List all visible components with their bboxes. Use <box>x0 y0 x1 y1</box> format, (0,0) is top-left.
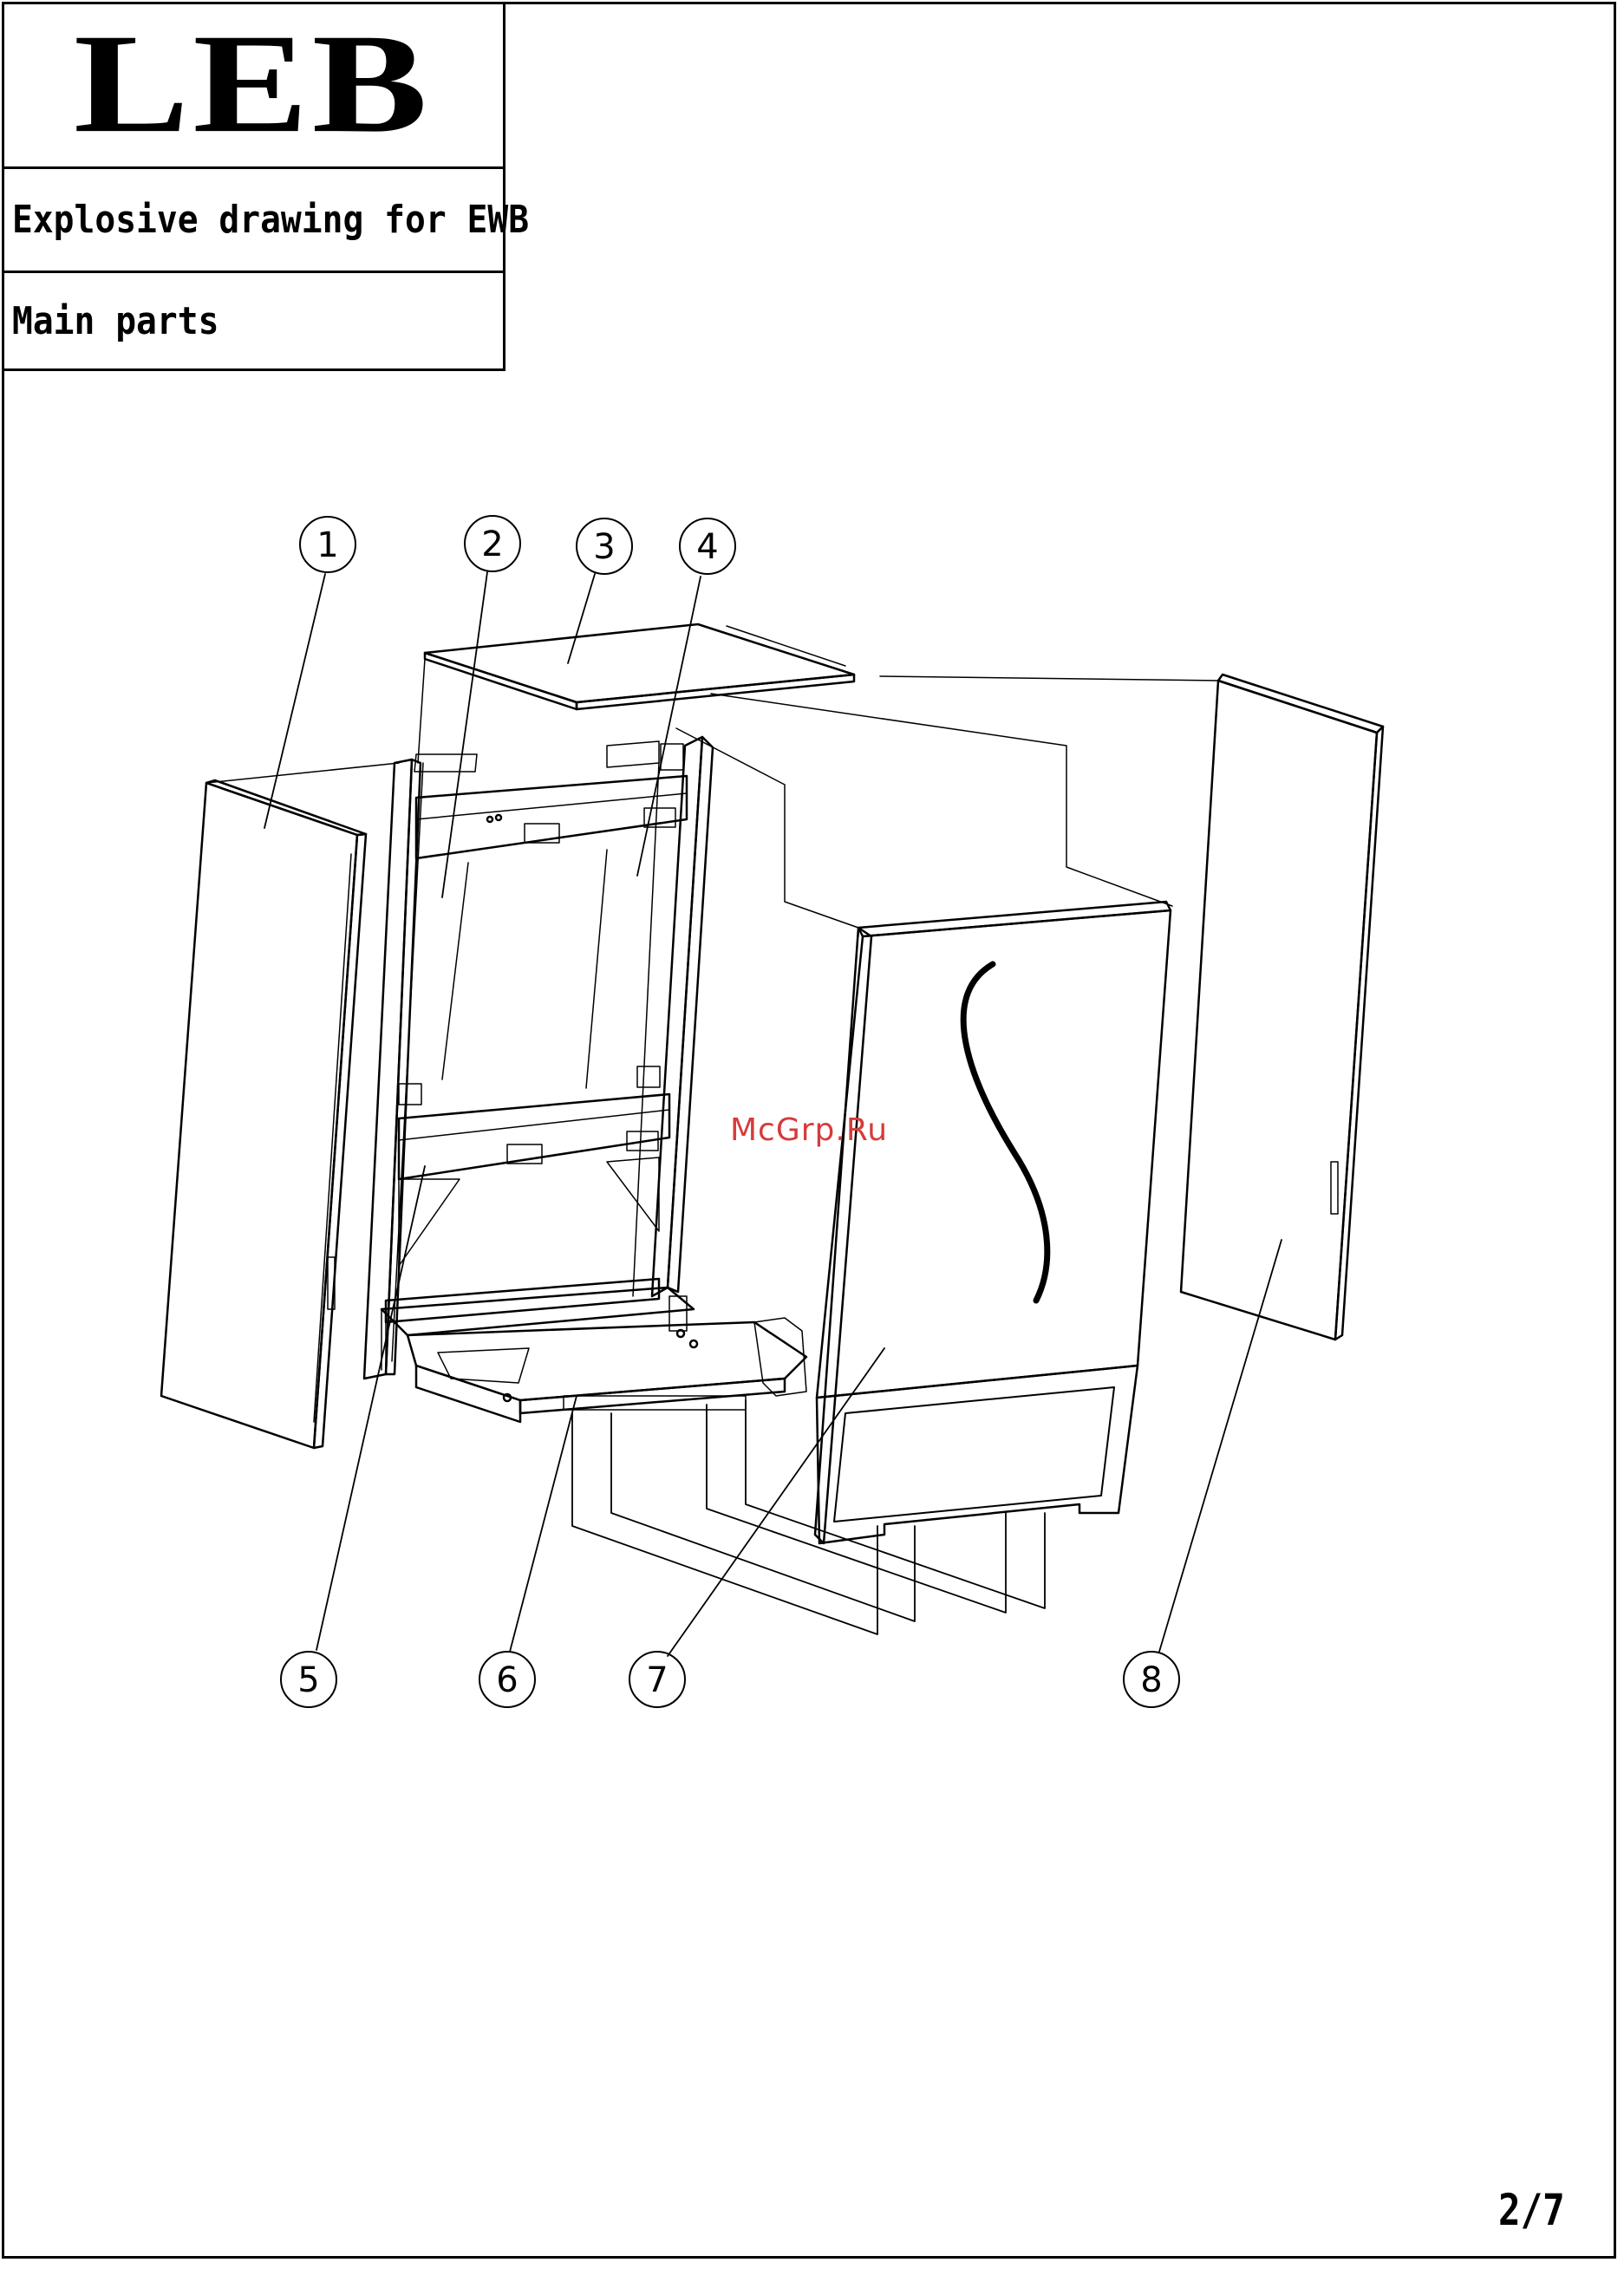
part-8-right-side-panel <box>880 675 1383 1340</box>
part-3-top-panel <box>418 624 854 763</box>
callout-5: 5 <box>281 1652 336 1707</box>
leader-line-4 <box>637 577 701 876</box>
part-6-base-tray <box>408 1318 806 1422</box>
callout-7: 7 <box>629 1652 685 1707</box>
callout-1: 1 <box>300 517 355 572</box>
frame-top-crossmember <box>416 776 687 1088</box>
leader-line-3 <box>568 574 595 663</box>
callout-4: 4 <box>680 518 735 574</box>
callout-6: 6 <box>479 1652 535 1707</box>
leader-line-6 <box>510 1396 577 1652</box>
leader-line-8 <box>1159 1240 1282 1652</box>
leader-line-7 <box>668 1348 884 1656</box>
callout-label: 2 <box>481 525 503 564</box>
part-2-left-frame-rail <box>364 754 477 1379</box>
callout-label: 8 <box>1140 1660 1162 1700</box>
frame-bottom-crossmember <box>399 1066 669 1266</box>
callout-2: 2 <box>465 516 520 571</box>
callout-8: 8 <box>1124 1652 1179 1707</box>
callout-label: 1 <box>316 525 338 565</box>
watermark: McGrp.Ru <box>730 1112 888 1148</box>
part-4-right-frame-rail <box>607 737 713 1296</box>
leader-line-1 <box>264 574 325 828</box>
page-number: 2/7 <box>1498 2185 1565 2235</box>
callout-label: 5 <box>297 1660 319 1700</box>
part-1-left-side-panel <box>161 763 399 1448</box>
callout-3: 3 <box>577 518 632 574</box>
callout-label: 3 <box>593 527 615 567</box>
callout-label: 4 <box>696 527 718 567</box>
callout-label: 7 <box>646 1660 668 1700</box>
assembly-guide-lines <box>572 1400 1045 1634</box>
callout-label: 6 <box>496 1660 518 1700</box>
